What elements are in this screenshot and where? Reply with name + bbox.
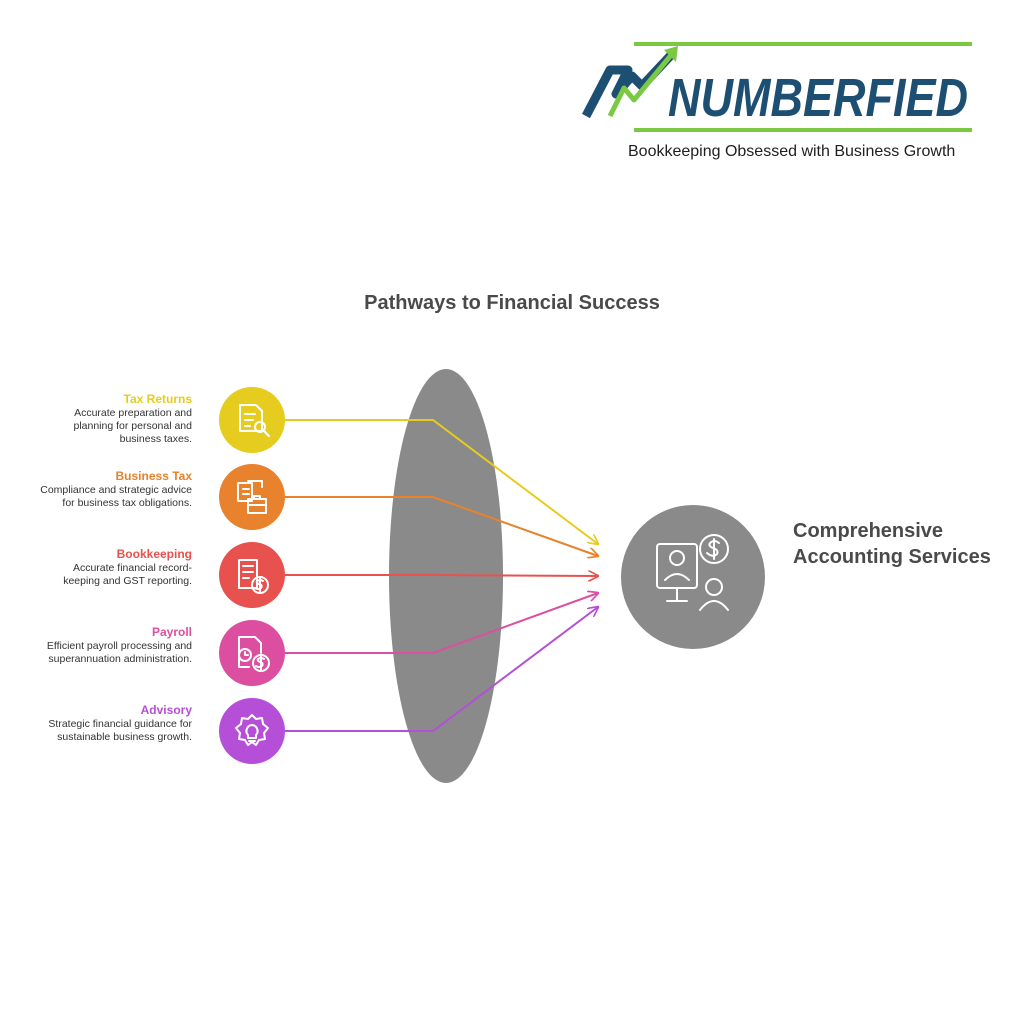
target-label: Comprehensive Accounting Services — [793, 520, 991, 568]
service-name: Bookkeeping — [116, 547, 192, 561]
service-node-tax-returns — [219, 387, 285, 453]
service-node-bookkeeping — [219, 542, 285, 608]
service-description: Accurate preparation and planning for pe… — [73, 407, 192, 445]
service-name: Tax Returns — [123, 392, 192, 406]
service-name: Advisory — [140, 703, 192, 717]
service-node-advisory — [219, 698, 285, 764]
ledger-dollar-icon — [238, 559, 269, 594]
service-name: Business Tax — [115, 469, 192, 483]
service-description: Accurate financial record-keeping and GS… — [63, 562, 192, 587]
brand-logo: NUMBERFIED — [582, 42, 972, 132]
gear-lightbulb-icon — [235, 714, 269, 746]
svg-text:NUMBERFIED: NUMBERFIED — [668, 68, 968, 128]
service-node-payroll — [219, 620, 285, 686]
documents-briefcase-icon — [237, 480, 267, 514]
service-name: Payroll — [151, 625, 192, 639]
service-description: Efficient payroll processing and superan… — [46, 640, 192, 665]
service-node-business-tax — [219, 464, 285, 530]
consultant-dollar-icon — [656, 534, 729, 611]
connector-bookkeeping — [285, 575, 598, 576]
diagram-title: Pathways to Financial Success — [364, 292, 660, 314]
connector-business-tax — [285, 496, 598, 556]
brand-tagline: Bookkeeping Obsessed with Business Growt… — [628, 143, 956, 160]
service-description: Strategic financial guidance for sustain… — [48, 718, 192, 743]
service-description: Compliance and strategic advice for busi… — [40, 484, 192, 509]
clipboard-search-icon — [239, 404, 270, 437]
connector-tax-returns — [285, 419, 598, 544]
target-node — [621, 505, 765, 649]
document-clock-dollar-icon — [238, 636, 270, 672]
growth-arrow-icon — [582, 50, 676, 119]
connector-payroll — [285, 593, 598, 654]
connector-advisory — [285, 607, 598, 732]
